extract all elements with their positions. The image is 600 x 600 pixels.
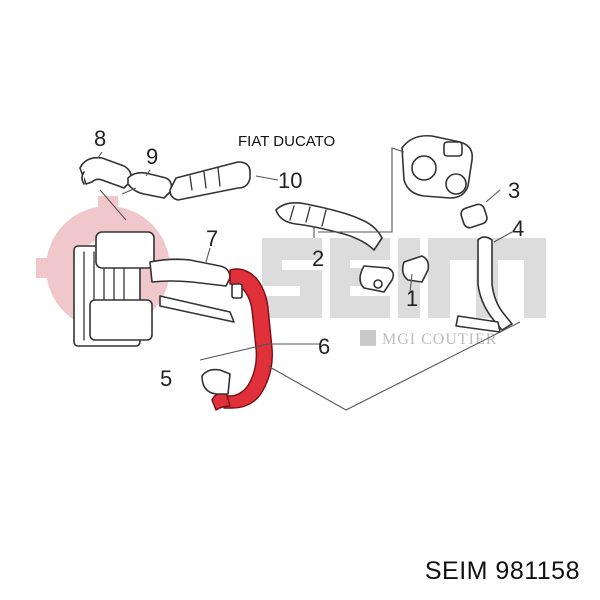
model-title: FIAT DUCATO	[238, 133, 335, 150]
turbo-assembly	[401, 134, 474, 199]
callout-10: 10	[278, 168, 302, 193]
callout-7: 7	[206, 226, 218, 251]
intercooler	[73, 231, 155, 347]
watermark-subtitle: MGI COUTIER	[382, 331, 497, 348]
brand-name: SEIM	[424, 557, 488, 585]
callout-9: 9	[146, 144, 158, 169]
callout-5: 5	[160, 366, 172, 391]
part-1-fitting	[359, 255, 430, 293]
callout-6: 6	[318, 334, 330, 359]
part-4-pipe	[455, 236, 513, 333]
part-9-hose	[127, 171, 173, 199]
callout-2: 2	[312, 246, 324, 271]
watermark-letters	[260, 238, 546, 318]
part-10-hose	[169, 161, 251, 201]
part-8-hose	[79, 156, 132, 189]
callout-1: 1	[406, 286, 418, 311]
callout-8: 8	[94, 126, 106, 151]
leader-lines	[97, 147, 521, 411]
part-7-hose	[149, 258, 235, 323]
part-number: 981158	[495, 557, 580, 585]
callout-3: 3	[508, 178, 520, 203]
part-3-hose	[460, 203, 488, 229]
part-2-hose	[275, 202, 383, 251]
watermark-c-icon	[360, 330, 376, 346]
part-reference: SEIM 981158	[425, 557, 580, 586]
callout-4: 4	[512, 216, 524, 241]
part-5-coupling	[201, 368, 231, 395]
